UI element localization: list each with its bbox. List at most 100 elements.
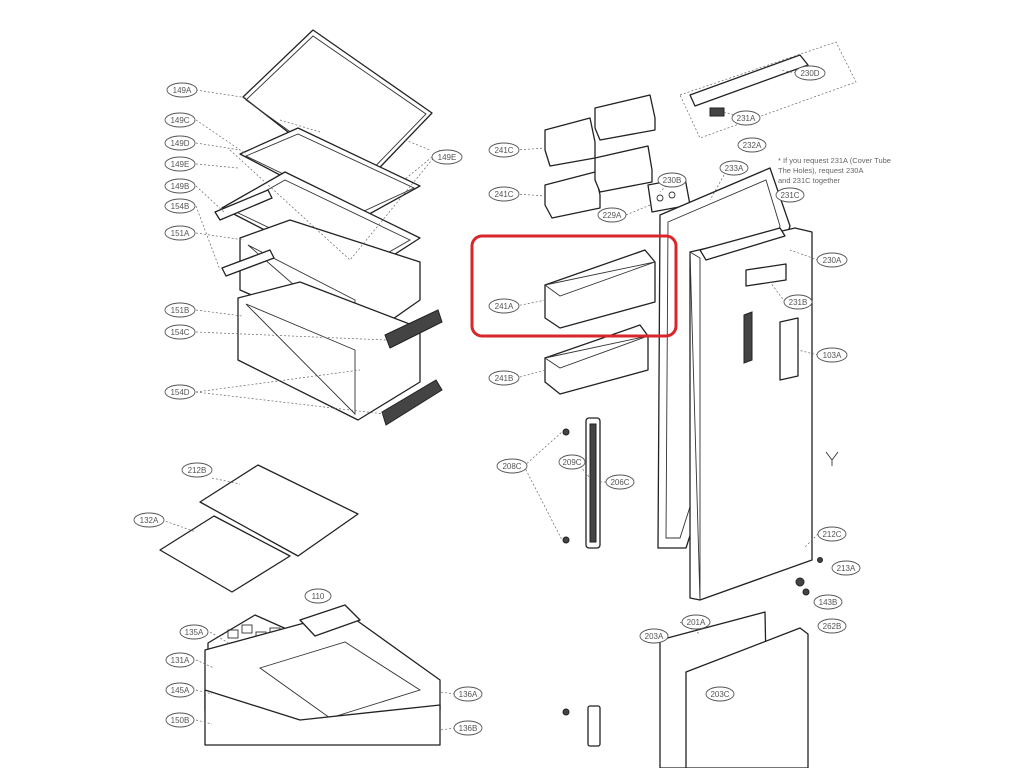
- label-149e: 149E: [164, 156, 196, 172]
- label-203c: 203C: [705, 686, 735, 702]
- svg-text:233A: 233A: [725, 164, 744, 173]
- label-229a: 229A: [597, 207, 627, 223]
- svg-text:230D: 230D: [800, 69, 819, 78]
- label-143b: 143B: [813, 594, 843, 610]
- door-bins: [543, 94, 691, 395]
- svg-text:135A: 135A: [185, 628, 204, 637]
- svg-text:136B: 136B: [459, 724, 478, 733]
- svg-text:154D: 154D: [170, 388, 189, 397]
- label-212b: 212B: [181, 462, 213, 478]
- svg-text:149A: 149A: [173, 86, 192, 95]
- svg-text:241B: 241B: [495, 374, 514, 383]
- highlight-box: [470, 234, 678, 338]
- label-151b: 151B: [164, 302, 196, 318]
- note-line-2: The Holes), request 230A: [778, 166, 863, 175]
- label-151a: 151A: [164, 225, 196, 241]
- svg-text:103A: 103A: [823, 351, 842, 360]
- svg-text:143B: 143B: [819, 598, 838, 607]
- note-text: * If you request 231A (Cover Tube The Ho…: [778, 156, 891, 185]
- label-145a: 145A: [165, 682, 195, 698]
- label-230a: 230A: [816, 252, 848, 268]
- svg-text:149E: 149E: [438, 153, 457, 162]
- svg-text:212C: 212C: [822, 530, 841, 539]
- label-154b: 154B: [164, 198, 196, 214]
- svg-text:154C: 154C: [170, 328, 189, 337]
- label-231c: 231C: [775, 187, 805, 203]
- leader-lines: [161, 69, 819, 731]
- svg-text:131A: 131A: [171, 656, 190, 665]
- svg-text:149B: 149B: [171, 182, 190, 191]
- svg-text:231A: 231A: [737, 114, 756, 123]
- label-203a: 203A: [639, 628, 669, 644]
- part-labels: 149A 149C 149D 149E 149B 154B 151A 151B …: [133, 65, 861, 736]
- label-149d: 149D: [164, 135, 196, 151]
- svg-text:154B: 154B: [171, 202, 190, 211]
- label-149a: 149A: [166, 82, 198, 98]
- svg-text:231B: 231B: [789, 298, 808, 307]
- svg-text:241C: 241C: [494, 146, 513, 155]
- label-233a: 233A: [719, 160, 749, 176]
- label-262b: 262B: [817, 618, 847, 634]
- label-135a: 135A: [179, 624, 209, 640]
- label-230d: 230D: [794, 65, 826, 81]
- freezer-drawer-assembly: [204, 604, 441, 746]
- label-241c-top: 241C: [488, 142, 520, 158]
- label-231a: 231A: [731, 110, 761, 126]
- label-213a: 213A: [831, 560, 861, 576]
- svg-text:230B: 230B: [663, 176, 682, 185]
- label-206c: 206C: [605, 474, 635, 490]
- svg-text:209C: 209C: [562, 458, 581, 467]
- label-131a: 131A: [165, 652, 195, 668]
- label-201a: 201A: [681, 614, 711, 630]
- label-241b: 241B: [488, 370, 520, 386]
- label-132a: 132A: [133, 512, 165, 528]
- svg-text:241C: 241C: [494, 190, 513, 199]
- label-149c: 149C: [164, 112, 196, 128]
- svg-text:149C: 149C: [170, 116, 189, 125]
- svg-text:230A: 230A: [823, 256, 842, 265]
- svg-text:110: 110: [312, 592, 325, 601]
- svg-text:203A: 203A: [645, 632, 664, 641]
- label-149b: 149B: [164, 178, 196, 194]
- svg-text:232A: 232A: [743, 141, 762, 150]
- label-154c: 154C: [164, 324, 196, 340]
- svg-text:151A: 151A: [171, 229, 190, 238]
- svg-text:149D: 149D: [170, 139, 189, 148]
- svg-text:151B: 151B: [171, 306, 190, 315]
- door-handle: [562, 417, 601, 747]
- svg-text:136A: 136A: [459, 690, 478, 699]
- svg-text:262B: 262B: [823, 622, 842, 631]
- label-208c: 208C: [496, 458, 528, 474]
- label-241c-mid: 241C: [488, 186, 520, 202]
- label-232a: 232A: [737, 137, 767, 153]
- svg-text:241A: 241A: [495, 302, 514, 311]
- svg-text:149E: 149E: [171, 160, 190, 169]
- note-line-1: * If you request 231A (Cover Tube: [778, 156, 891, 165]
- crisper-cover-glass: [159, 464, 359, 593]
- label-212c: 212C: [817, 526, 847, 542]
- label-136a: 136A: [453, 686, 483, 702]
- label-103a: 103A: [816, 347, 848, 363]
- svg-text:206C: 206C: [610, 478, 629, 487]
- label-110: 110: [304, 588, 332, 604]
- svg-text:229A: 229A: [603, 211, 622, 220]
- svg-text:231C: 231C: [780, 191, 799, 200]
- label-209c: 209C: [558, 454, 586, 470]
- label-230b: 230B: [657, 172, 687, 188]
- label-154d: 154D: [164, 384, 196, 400]
- label-150b: 150B: [165, 712, 195, 728]
- svg-text:201A: 201A: [687, 618, 706, 627]
- label-241a: 241A: [488, 298, 520, 314]
- label-231b: 231B: [783, 294, 813, 310]
- label-149e-right: 149E: [431, 149, 463, 165]
- note-line-3: and 231C together: [778, 176, 841, 185]
- shelf-assembly: [214, 29, 443, 426]
- svg-text:203C: 203C: [710, 690, 729, 699]
- svg-text:212B: 212B: [188, 466, 207, 475]
- svg-text:213A: 213A: [837, 564, 856, 573]
- svg-text:150B: 150B: [171, 716, 190, 725]
- svg-text:132A: 132A: [140, 516, 159, 525]
- svg-text:208C: 208C: [502, 462, 521, 471]
- svg-text:145A: 145A: [171, 686, 190, 695]
